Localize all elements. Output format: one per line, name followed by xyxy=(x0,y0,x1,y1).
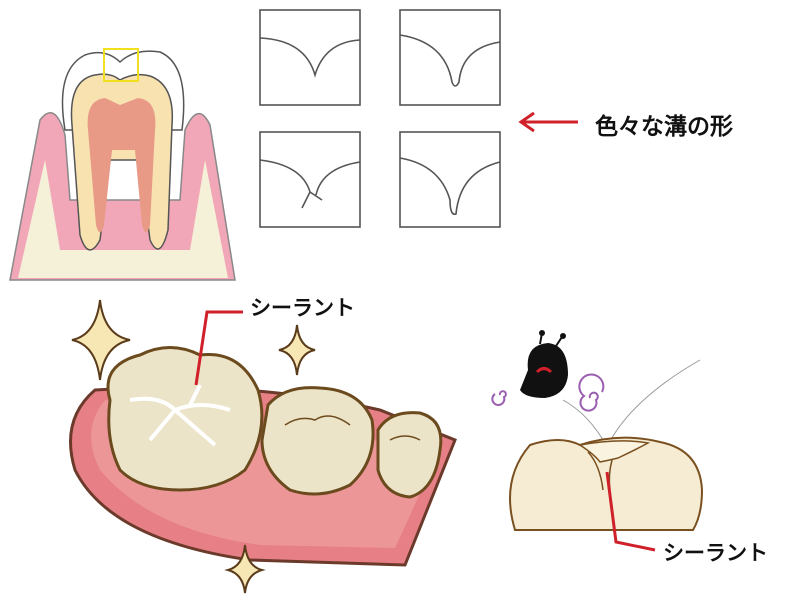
tooth-section xyxy=(509,436,704,531)
bacteria-character-icon xyxy=(520,330,568,398)
sealant-in-groove xyxy=(578,440,651,463)
groove-box-4 xyxy=(399,131,501,228)
groove-shapes xyxy=(259,9,501,228)
sparkle-icon xyxy=(278,324,316,376)
groove-box-2 xyxy=(399,9,501,106)
sealant-leader-line-1 xyxy=(194,310,243,386)
left-arrow-icon xyxy=(518,111,578,133)
swirl-icon xyxy=(491,373,605,412)
groove-box-1 xyxy=(259,9,361,106)
tooth-cross-section xyxy=(9,48,236,281)
groove-highlight-box xyxy=(103,48,139,82)
sealant-leader-line-2 xyxy=(605,471,656,552)
groove-shapes-label: 色々な溝の形 xyxy=(595,114,733,140)
sealant-fill xyxy=(129,384,231,447)
sealed-fissure-section xyxy=(491,330,704,552)
bone xyxy=(18,160,228,278)
premolar-1 xyxy=(260,386,375,496)
sealant-label-section: シーラント xyxy=(663,541,768,565)
sparkle-icons xyxy=(71,299,316,594)
sparkle-icon xyxy=(71,299,131,381)
molars-with-sealant xyxy=(69,346,457,567)
pulp xyxy=(87,98,156,233)
premolar-2 xyxy=(376,411,443,499)
gum-tissue xyxy=(9,112,236,281)
sparkle-icon xyxy=(224,544,266,594)
sealant-label-molars: シーラント xyxy=(250,296,355,320)
groove-box-3 xyxy=(259,131,361,228)
